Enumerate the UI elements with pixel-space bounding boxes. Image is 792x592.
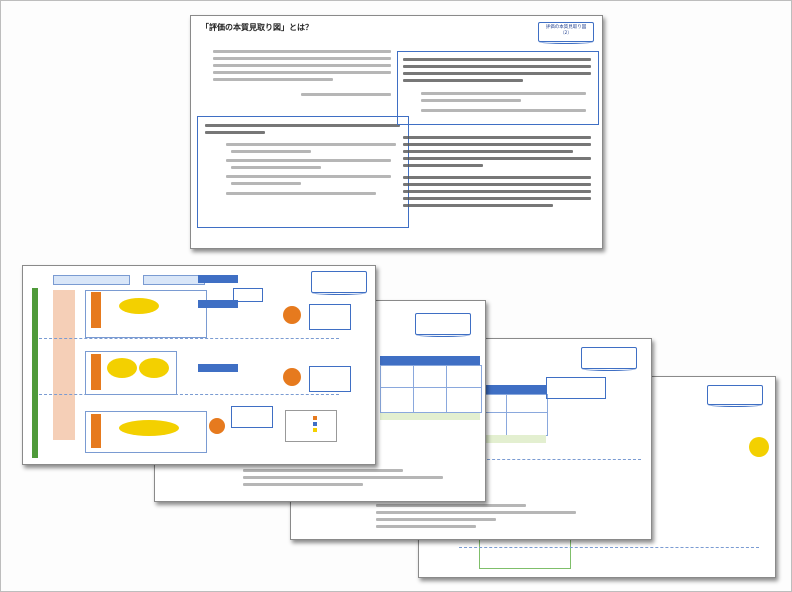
- slide-1-title: 「評価の本質見取り図」とは？: [201, 23, 313, 32]
- timeline-bar: [32, 288, 38, 458]
- slide-5-tag: [707, 385, 763, 407]
- slide-3-tag: [415, 313, 471, 337]
- slide-1-point-box-right: [397, 51, 599, 125]
- slide-2-tag: [311, 271, 367, 295]
- slide-1-tag: 評価の本質見取り図（2）: [538, 22, 594, 44]
- slide-1: 「評価の本質見取り図」とは？ 評価の本質見取り図（2）: [190, 15, 603, 249]
- slide-2: [22, 265, 376, 465]
- slide-4-tag: [581, 347, 637, 371]
- slide-1-point-box-left: [197, 116, 409, 228]
